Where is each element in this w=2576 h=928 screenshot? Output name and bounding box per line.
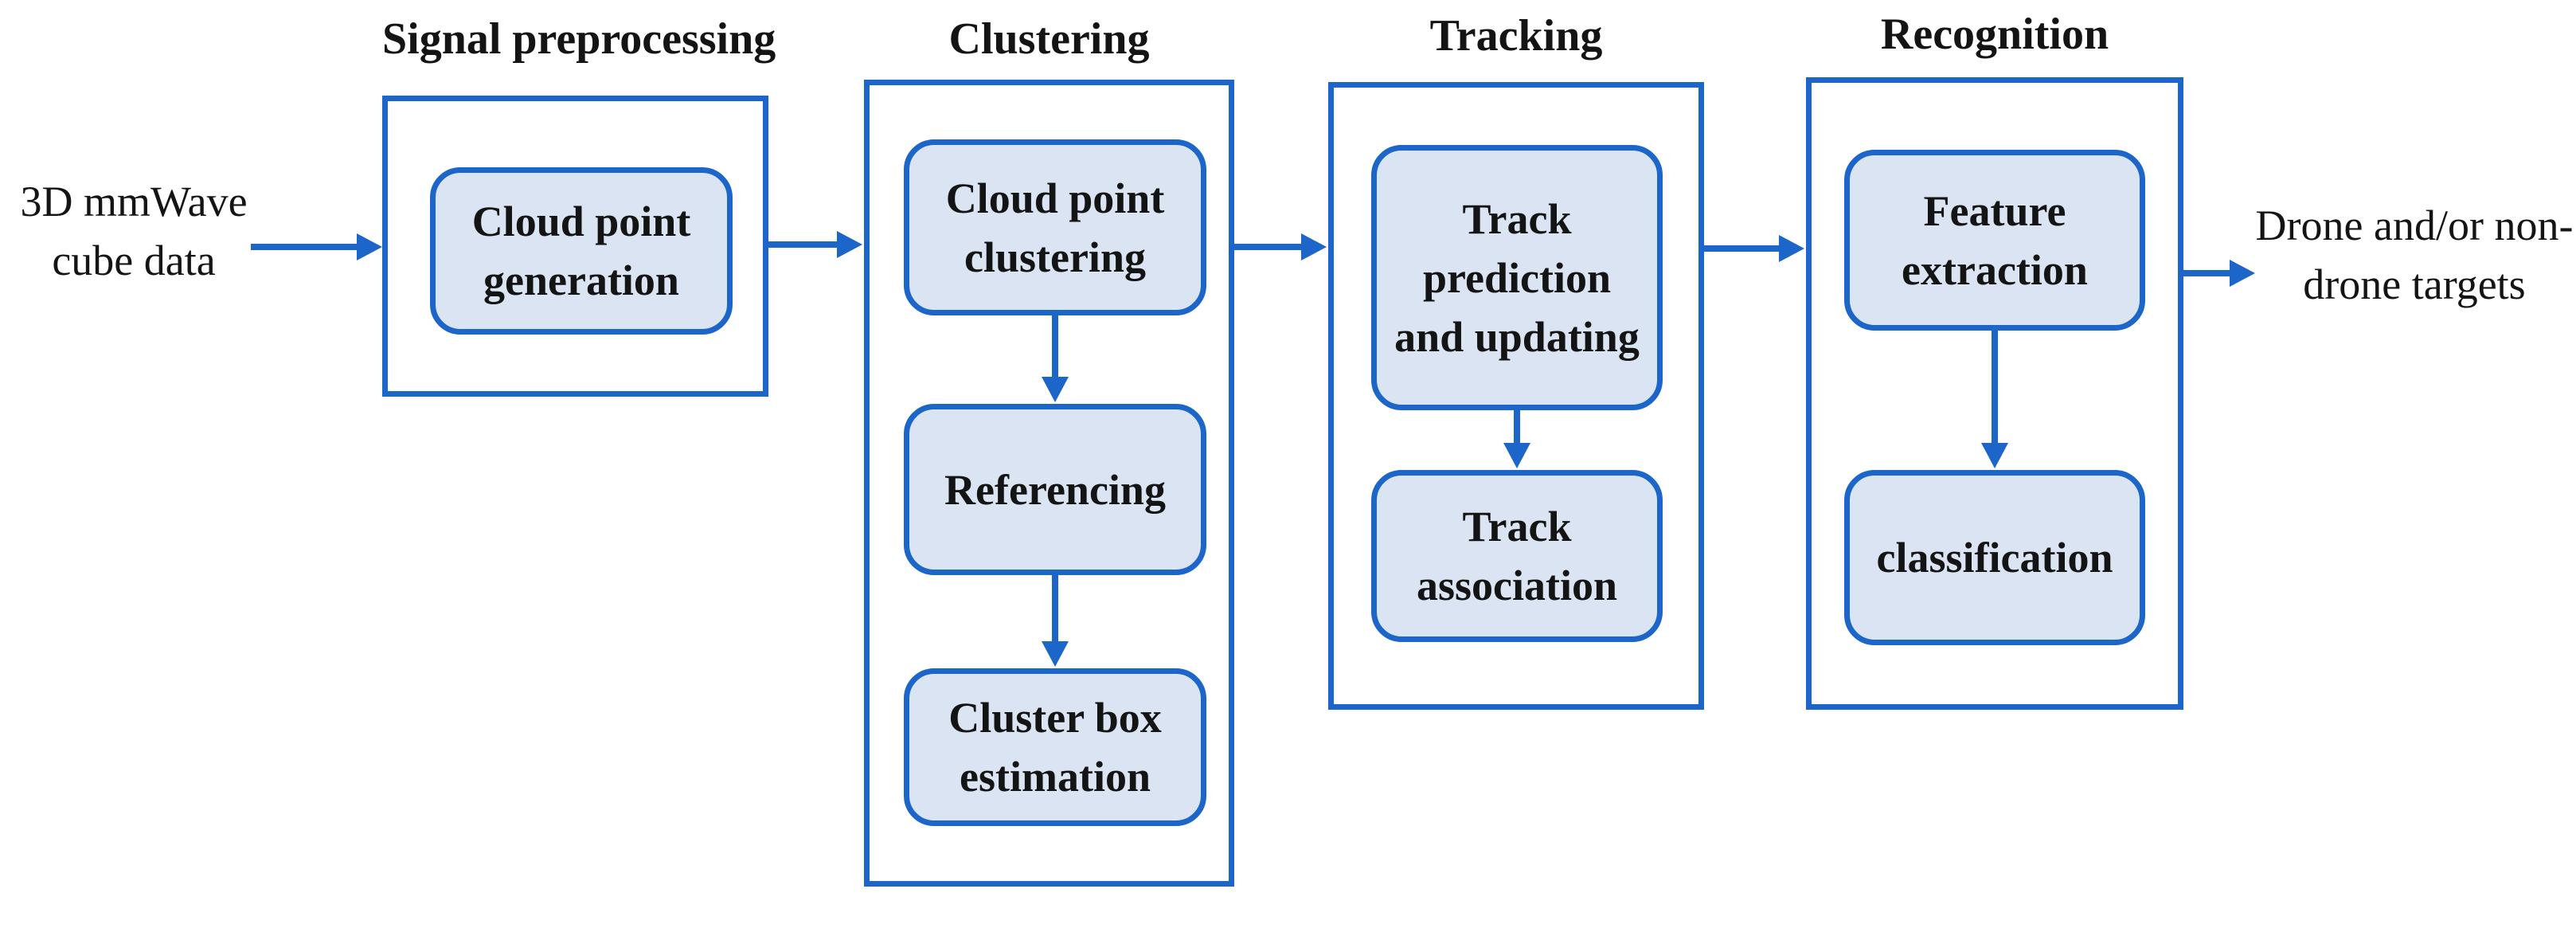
- arrow-head-icon: [1779, 235, 1804, 262]
- arrow-line: [1992, 331, 1998, 443]
- node-label-line: Track: [1462, 503, 1572, 550]
- arrow-head-icon: [837, 231, 862, 258]
- arrow-line: [767, 241, 838, 248]
- stage-title-clustering: Clustering: [948, 14, 1150, 64]
- node-track-prediction-and-updating: Track prediction and updating: [1371, 145, 1663, 410]
- output-label-line2: non-drone targets: [2303, 202, 2574, 308]
- stage-title-tracking: Tracking: [1429, 11, 1603, 61]
- arrow-line: [1052, 315, 1058, 377]
- node-classification: classification: [1844, 470, 2145, 645]
- node-label-line: Track: [1462, 194, 1572, 243]
- node-label-line: and updating: [1394, 312, 1640, 361]
- node-label-line: Referencing: [944, 465, 1166, 514]
- node-referencing: Referencing: [904, 404, 1206, 575]
- arrow-head-icon: [357, 233, 382, 260]
- node-cluster-box-estimation: Cluster box estimation: [904, 668, 1206, 826]
- stage-title-signal-preprocessing: Signal preprocessing: [382, 14, 776, 64]
- arrow-line: [1233, 244, 1303, 250]
- arrow-line: [1704, 245, 1781, 252]
- arrow-line: [1514, 410, 1520, 443]
- node-track-association: Track association: [1371, 470, 1663, 642]
- node-label-line: Cluster box: [948, 694, 1162, 742]
- node-label-line: Cloud point: [471, 198, 691, 245]
- node-label-line: association: [1416, 562, 1618, 609]
- input-label: 3D mmWave cube data: [0, 172, 268, 290]
- input-label-line1: 3D mmWave: [20, 178, 248, 225]
- node-label-line: Feature: [1923, 186, 2066, 235]
- node-label-line: prediction: [1422, 253, 1611, 302]
- node-label-line: clustering: [964, 233, 1146, 281]
- node-cloud-point-clustering: Cloud point clustering: [904, 139, 1206, 315]
- node-cloud-point-generation: Cloud point generation: [430, 167, 733, 335]
- node-label-line: generation: [483, 256, 679, 304]
- arrow-line: [251, 244, 360, 250]
- node-label-line: estimation: [960, 753, 1151, 801]
- arrow-head-icon: [1503, 443, 1530, 468]
- arrow-head-icon: [1981, 443, 2008, 468]
- input-label-line2: cube data: [52, 237, 216, 284]
- node-feature-extraction: Feature extraction: [1844, 150, 2145, 331]
- node-label-line: Cloud point: [945, 174, 1165, 222]
- arrow-head-icon: [1301, 233, 1327, 260]
- node-label-line: extraction: [1902, 245, 2088, 294]
- output-label: Drone and/or non-drone targets: [2255, 196, 2574, 314]
- arrow-head-icon: [1042, 377, 1069, 402]
- arrow-line: [1052, 575, 1058, 641]
- node-label-line: classification: [1876, 534, 2113, 581]
- arrow-head-icon: [2230, 260, 2255, 287]
- arrow-head-icon: [1042, 641, 1069, 667]
- stage-title-recognition: Recognition: [1880, 10, 2109, 59]
- arrow-line: [2183, 270, 2231, 276]
- output-label-line1: Drone and/or: [2255, 202, 2484, 249]
